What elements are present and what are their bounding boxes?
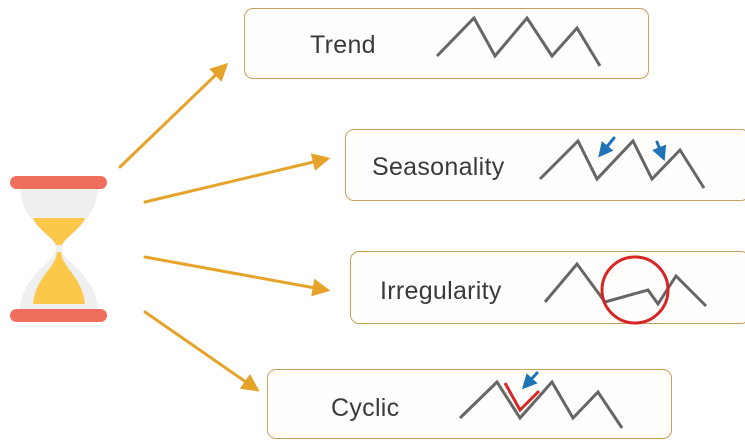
trend-label: Trend — [310, 31, 376, 59]
seasonality-marker-1 — [598, 136, 616, 158]
cyclic-marker — [521, 371, 539, 390]
irregularity-card — [350, 251, 745, 324]
trend-wave — [435, 15, 602, 67]
cyclic-wave — [458, 379, 624, 429]
arrow-to-cyclic — [143, 310, 260, 392]
hourglass-top-bar — [10, 176, 107, 189]
irregularity-wave — [543, 261, 708, 308]
hourglass-sand-bottom — [33, 252, 85, 304]
seasonality-card — [345, 129, 745, 201]
hourglass-icon — [10, 176, 107, 322]
arrow-to-irregularity — [143, 255, 331, 297]
seasonality-label: Seasonality — [372, 153, 505, 181]
cyclic-highlight — [503, 382, 541, 413]
seasonality-marker-2 — [652, 140, 667, 162]
arrow-to-seasonality — [143, 153, 331, 204]
seasonality-wave — [538, 138, 706, 189]
arrow-to-trend — [118, 62, 229, 169]
hourglass-sand-top — [33, 218, 85, 245]
irregularity-highlight-circle — [600, 255, 670, 325]
irregularity-label: Irregularity — [380, 277, 502, 305]
hourglass-bottom-bar — [10, 309, 107, 322]
cyclic-label: Cyclic — [331, 394, 400, 422]
trend-card — [244, 8, 649, 79]
